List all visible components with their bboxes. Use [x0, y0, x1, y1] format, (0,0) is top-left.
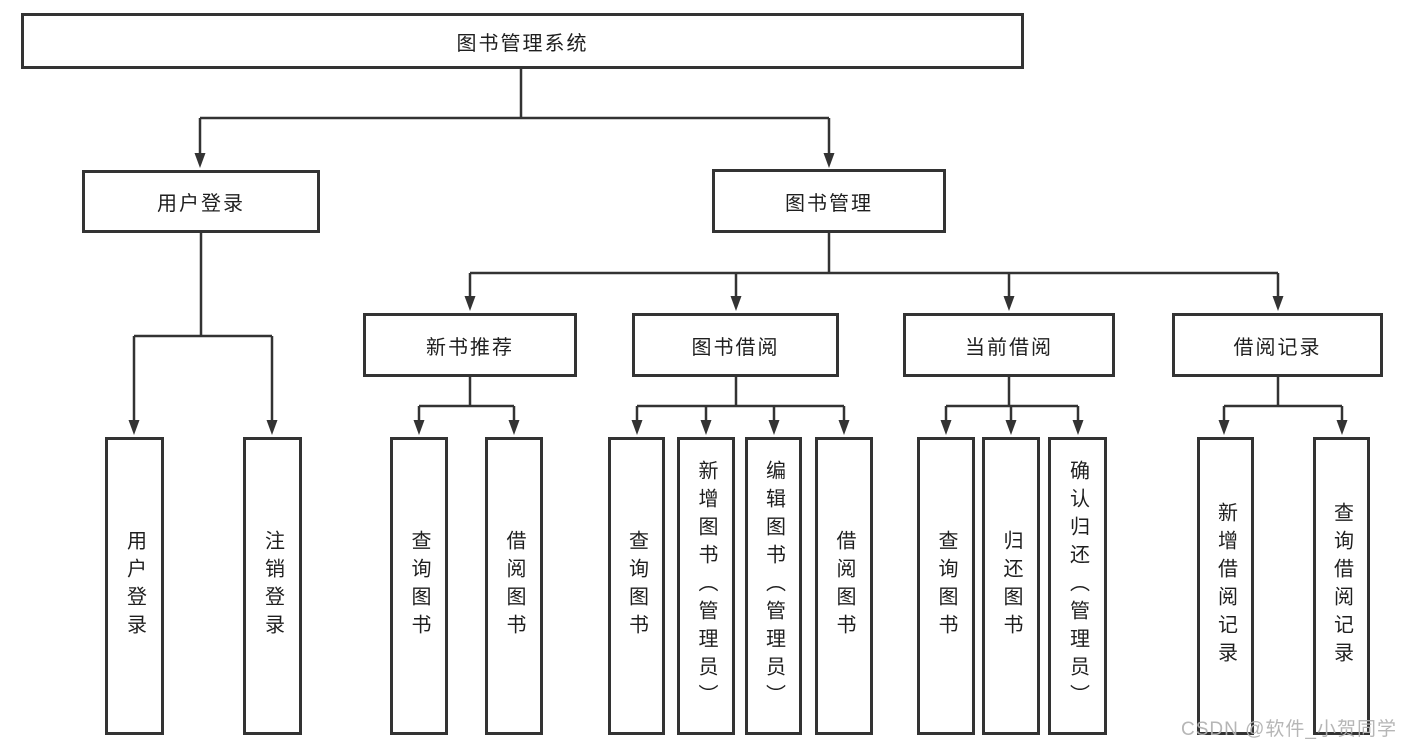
- leaf-label: 新增图书（管理员）: [695, 460, 717, 712]
- node-borrow-records: 借阅记录: [1172, 313, 1383, 377]
- leaf-label: 查询图书: [408, 530, 430, 642]
- leaf-label: 确认归还（管理员）: [1066, 460, 1089, 712]
- leaf-label: 借阅图书: [833, 530, 855, 642]
- connector-paths: [132, 69, 1344, 424]
- node-label: 当前借阅: [965, 336, 1053, 359]
- leaf-query-borrow-record: 查询借阅记录: [1313, 437, 1370, 735]
- node-label: 用户登录: [157, 193, 245, 215]
- leaf-query-books-current: 查询图书: [917, 437, 975, 735]
- node-book-borrow: 图书借阅: [632, 313, 839, 377]
- watermark: CSDN @软件_小贺同学: [1181, 719, 1397, 740]
- leaf-label: 用户登录: [123, 530, 146, 642]
- leaf-query-books-recommend: 查询图书: [390, 437, 448, 735]
- node-label: 新书推荐: [426, 336, 514, 359]
- leaf-user-login: 用户登录: [105, 437, 164, 735]
- node-label: 图书管理系统: [456, 32, 589, 55]
- leaf-edit-book-admin: 编辑图书（管理员）: [745, 437, 802, 735]
- leaf-add-borrow-record: 新增借阅记录: [1197, 437, 1254, 735]
- leaf-logout: 注销登录: [243, 437, 302, 735]
- leaf-label: 查询图书: [935, 530, 957, 642]
- leaf-label: 编辑图书（管理员）: [762, 460, 785, 712]
- node-library-system-root: 图书管理系统: [21, 13, 1024, 69]
- leaf-label: 新增借阅记录: [1214, 502, 1237, 670]
- node-label: 图书管理: [785, 192, 873, 215]
- leaf-confirm-return-admin: 确认归还（管理员）: [1048, 437, 1107, 735]
- node-book-management: 图书管理: [712, 169, 946, 233]
- node-label: 图书借阅: [691, 336, 780, 359]
- node-label: 借阅记录: [1233, 336, 1322, 359]
- node-new-book-recommend: 新书推荐: [363, 313, 577, 377]
- leaf-borrow-books: 借阅图书: [815, 437, 873, 735]
- leaf-label: 归还图书: [1000, 530, 1022, 642]
- arrowheads: [128, 153, 1348, 435]
- leaf-return-book: 归还图书: [982, 437, 1040, 735]
- leaf-add-book-admin: 新增图书（管理员）: [677, 437, 735, 735]
- leaf-label: 注销登录: [261, 530, 284, 642]
- leaf-label: 查询借阅记录: [1330, 502, 1353, 670]
- leaf-borrow-books-recommend: 借阅图书: [485, 437, 543, 735]
- node-user-login: 用户登录: [82, 170, 320, 233]
- leaf-query-books-borrow: 查询图书: [608, 437, 665, 735]
- leaf-label: 查询图书: [625, 530, 648, 642]
- leaf-label: 借阅图书: [503, 530, 525, 642]
- node-current-borrow: 当前借阅: [903, 313, 1115, 377]
